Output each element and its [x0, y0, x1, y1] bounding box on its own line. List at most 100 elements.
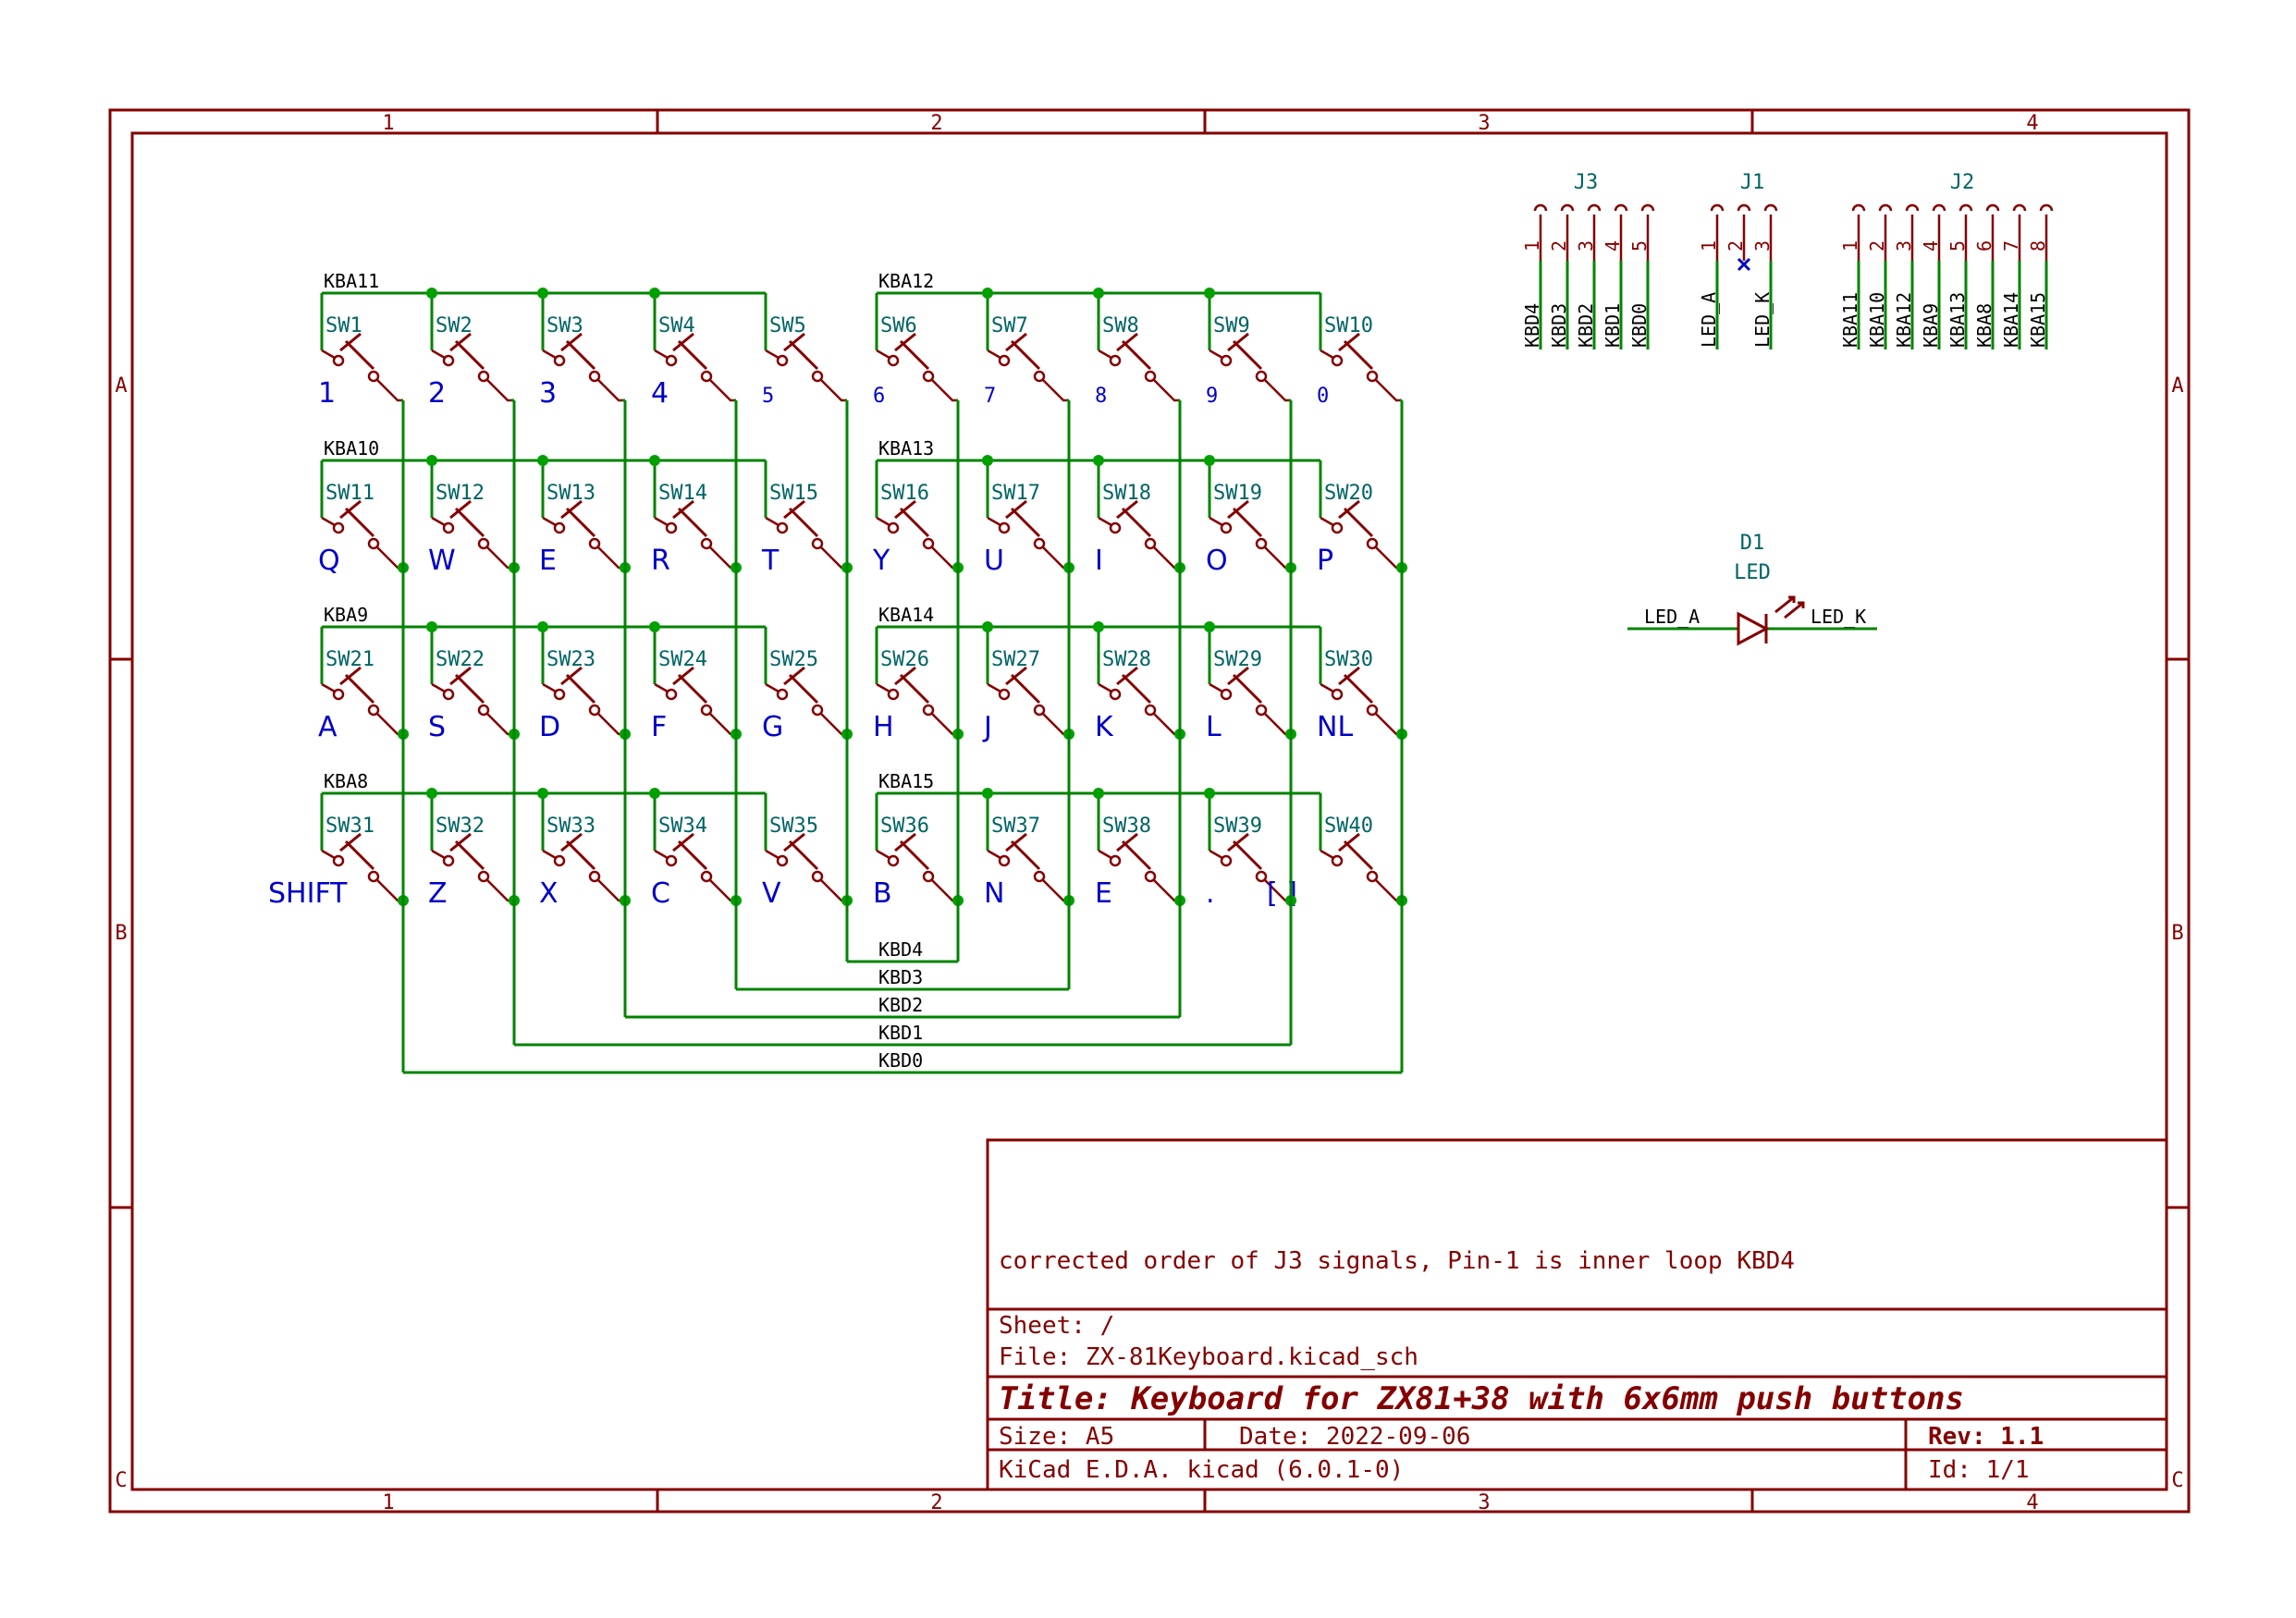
pin-number: 1: [1521, 240, 1543, 251]
switch-contact-icon: [811, 704, 824, 717]
connector-net-label: KBD1: [1602, 303, 1624, 348]
switch-key-label: C: [651, 877, 670, 910]
switch-key-label: Q: [318, 545, 340, 577]
switch-ref: SW4: [658, 314, 695, 337]
connector-net-label: KBA14: [2000, 292, 2022, 348]
switch-lead: [597, 546, 624, 570]
pin-number: 4: [1920, 240, 1942, 251]
switch-ref: SW11: [325, 482, 374, 505]
net-label-kbd0: KBD0: [878, 1049, 923, 1072]
switch-lead: [987, 349, 1001, 360]
switch-lead: [1320, 682, 1334, 693]
switch-actuator-icon: [1338, 499, 1374, 538]
switch-lead: [542, 349, 557, 360]
net-label-kbd1: KBD1: [878, 1022, 923, 1044]
pin-socket-icon: [1710, 203, 1725, 212]
switch-lead: [765, 349, 780, 360]
switch-ref: SW3: [546, 314, 583, 337]
switch-actuator-icon: [339, 832, 375, 871]
switch-contact-icon: [477, 537, 490, 550]
switch-lead: [765, 516, 780, 527]
switch-ref: SW16: [880, 482, 929, 505]
switch-actuator-icon: [1005, 499, 1041, 538]
switch-ref: SW32: [436, 815, 485, 838]
switch-ref: SW36: [880, 815, 929, 838]
junction-dot: [982, 788, 993, 799]
switch-lead: [1209, 682, 1223, 693]
switch-actuator-icon: [339, 666, 375, 705]
switch-ref: SW37: [991, 815, 1040, 838]
junction-dot: [537, 788, 548, 799]
switch-ref: SW27: [991, 648, 1040, 671]
switch-ref: SW13: [546, 482, 595, 505]
switch-lead: [597, 879, 624, 902]
led-ref: D1: [1740, 532, 1765, 555]
switch-contact-icon: [367, 870, 380, 883]
switch-key-label: Y: [872, 545, 890, 577]
switch-lead: [597, 713, 624, 736]
switch-key-label: V: [762, 877, 781, 910]
net-label-right: KBA12: [878, 270, 934, 292]
frame-row-label: C: [2171, 1469, 2183, 1492]
switch-contact-icon: [1255, 870, 1268, 883]
switch-key-label: 3: [539, 377, 557, 410]
connector-j2-ref: J2: [1950, 171, 1975, 194]
paper-size: Size: A5: [999, 1423, 1114, 1451]
no-connect-icon: [1737, 257, 1751, 272]
switch-key-label: E: [1095, 877, 1112, 910]
switch-contact-icon: [553, 354, 566, 367]
junction-dot: [649, 288, 660, 299]
switch-contact-icon: [998, 354, 1011, 367]
connector-net-label: KBA10: [1866, 292, 1888, 348]
connectors: J3 J1 J2 1KBD42KBD33KBD24KBD15KBD01LED_A…: [1521, 171, 2054, 349]
switch-contact-icon: [1033, 370, 1046, 383]
switch-key-label: .: [1206, 877, 1215, 910]
switch-ref: SW25: [769, 648, 818, 671]
switch-contact-icon: [1109, 521, 1122, 534]
switch-key-label: J: [982, 711, 992, 743]
switch-contact-icon: [998, 688, 1011, 701]
sheet-id: Id: 1/1: [1928, 1456, 2030, 1484]
junction-dot: [649, 621, 660, 632]
switch-lead: [597, 379, 624, 402]
switch-ref: SW31: [325, 815, 374, 838]
net-label-left: KBA10: [324, 437, 379, 460]
switch-ref: SW17: [991, 482, 1040, 505]
switch-lead: [321, 849, 336, 860]
pin-number: 3: [1751, 240, 1774, 251]
switch-contact-icon: [1109, 354, 1122, 367]
switch-actuator-icon: [783, 332, 819, 371]
switch-contact-icon: [700, 704, 713, 717]
switch-contact-icon: [776, 354, 789, 367]
switch-contact-icon: [922, 370, 935, 383]
frame-col-label: 1: [382, 112, 394, 135]
switch-actuator-icon: [894, 832, 930, 871]
pin-socket-icon: [1985, 203, 2000, 212]
pin-socket-icon: [1932, 203, 1946, 212]
switch-contact-icon: [442, 354, 455, 367]
switch-actuator-icon: [1116, 832, 1152, 871]
switch-lead: [987, 849, 1001, 860]
connector-net-label: KBA11: [1839, 292, 1861, 348]
switch-contact-icon: [1220, 521, 1233, 534]
switch-contact-icon: [442, 521, 455, 534]
switch-actuator-icon: [339, 499, 375, 538]
switch-lead: [1209, 349, 1223, 360]
switch-ref: SW26: [880, 648, 929, 671]
switch-actuator-icon: [672, 499, 708, 538]
title-block: corrected order of J3 signals, Pin-1 is …: [986, 1138, 2168, 1491]
switch-contact-icon: [1033, 537, 1046, 550]
switch-contact-icon: [922, 537, 935, 550]
net-label-left: KBA9: [324, 604, 368, 626]
switch-contact-icon: [553, 854, 566, 867]
junction-dot: [649, 455, 660, 466]
frame-row-label: A: [2171, 374, 2183, 398]
switch-ref: SW20: [1324, 482, 1373, 505]
switch-contact-icon: [811, 870, 824, 883]
switch-actuator-icon: [449, 666, 485, 705]
switch-contact-icon: [442, 854, 455, 867]
frame-col-label: 4: [2026, 1491, 2038, 1514]
switch-lead: [820, 379, 847, 402]
switch-key-label: SHIFT: [268, 877, 348, 910]
switch-ref: SW8: [1102, 314, 1139, 337]
